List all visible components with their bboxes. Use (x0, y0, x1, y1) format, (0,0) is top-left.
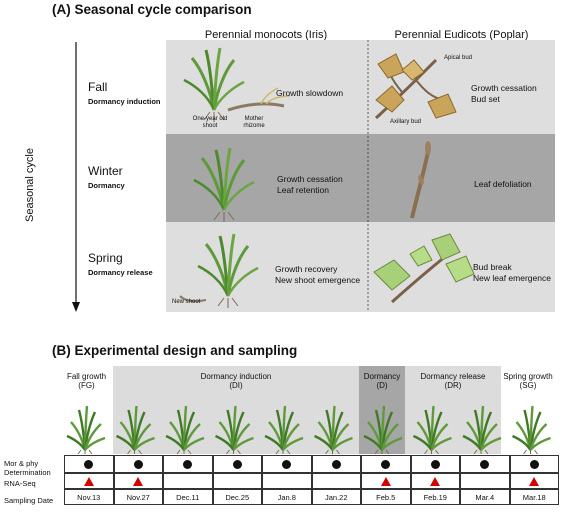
mor-dot (480, 459, 490, 469)
section-a-title: (A) Seasonal cycle comparison (52, 2, 252, 17)
rnaseq-row-label: RNA-Seq (4, 479, 36, 488)
rnaseq-triangle (430, 476, 441, 486)
rnaseq-triangle (380, 476, 391, 486)
sampling-date-cell-2: Dec.11 (163, 489, 213, 505)
column-divider (367, 40, 369, 312)
sample-plant-8 (462, 405, 502, 454)
mor-cell-1 (113, 455, 163, 473)
mor-dot (183, 459, 193, 469)
sampling-date-cell-5: Jan.22 (311, 489, 361, 505)
season-label-winter: Winter Dormancy (88, 164, 125, 190)
mor-dot (381, 459, 391, 469)
winter-monocot-note: Growth cessation Leaf retention (277, 174, 343, 195)
sample-plant-7 (413, 405, 452, 454)
morphology-row-label: Mor & phy Determination (4, 459, 51, 477)
rnaseq-cell-5 (311, 473, 361, 489)
rnaseq-cell-2 (163, 473, 213, 489)
phase-label-2: Dormancy(D) (363, 372, 401, 390)
sample-plant-2 (165, 405, 205, 454)
winter-eudicot-note: Leaf defoliation (474, 179, 532, 189)
mor-dot (133, 459, 143, 469)
monocot-column-header: Perennial monocots (Iris) (204, 29, 328, 41)
mor-dot (430, 459, 440, 469)
mor-dot (529, 459, 539, 469)
rnaseq-cell-3 (212, 473, 262, 489)
spring-eudicot-note: Bud break New leaf emergence (473, 262, 551, 283)
phase-label-1: Dormancy induction(DI) (200, 372, 272, 390)
sampling-plant-illustrations (66, 405, 551, 454)
rnaseq-cell-8 (460, 473, 510, 489)
mor-cell-6 (361, 455, 411, 473)
mor-cell-7 (410, 455, 460, 473)
fall-eudicot-note: Growth cessation Bud set (471, 83, 537, 104)
season-row-0 (166, 40, 555, 134)
fall-monocot-note: Growth slowdown (276, 88, 344, 98)
rnaseq-cell-9 (509, 473, 559, 489)
sample-plant-0 (66, 405, 106, 454)
sampling-date-row-label: Sampling Date (4, 496, 54, 505)
axillary-bud-callout: Axillary bud (390, 119, 422, 125)
mor-cell-4 (262, 455, 312, 473)
mor-cell-2 (163, 455, 213, 473)
season-label-fall: Fall Dormancy induction (88, 80, 161, 106)
sampling-date-cell-3: Dec.25 (212, 489, 262, 505)
sampling-date-cell-7: Feb.19 (410, 489, 460, 505)
sampling-date-cell-0: Nov.13 (64, 489, 114, 505)
sample-plant-5 (314, 405, 353, 454)
sampling-date-cell-8: Mar.4 (460, 489, 510, 505)
sampling-date-cell-9: Mar.18 (509, 489, 559, 505)
sample-plant-6 (363, 405, 403, 454)
rnaseq-triangle (133, 476, 144, 486)
mor-dot (84, 459, 94, 469)
mor-cell-3 (212, 455, 262, 473)
mor-cell-0 (64, 455, 114, 473)
plant-illustrations-a (179, 46, 475, 310)
rnaseq-cell-4 (262, 473, 312, 489)
sample-plant-1 (116, 405, 155, 454)
spring-monocot-note: Growth recovery New shoot emergence (275, 264, 361, 285)
rnaseq-cell-1 (113, 473, 163, 489)
mor-dot (282, 459, 292, 469)
sampling-date-cell-1: Nov.27 (113, 489, 163, 505)
season-label-spring: Spring Dormancy release (88, 251, 153, 277)
mor-cell-9 (509, 455, 559, 473)
new-shoot-callout: New shoot (172, 299, 201, 305)
sampling-date-cell-6: Feb.5 (361, 489, 411, 505)
sample-plant-3 (215, 405, 254, 454)
mor-cell-8 (460, 455, 510, 473)
one-year-shoot-callout: One-year old shoot (192, 116, 228, 129)
mor-cell-5 (311, 455, 361, 473)
sample-plant-4 (264, 405, 304, 454)
rnaseq-triangle (83, 476, 94, 486)
eudicot-column-header: Perennial Eudicots (Poplar) (394, 29, 529, 41)
seasonal-cycle-arrow (72, 42, 80, 312)
seasonal-cycle-axis-label: Seasonal cycle (24, 148, 36, 222)
rnaseq-cell-7 (410, 473, 460, 489)
section-b-title: (B) Experimental design and sampling (52, 343, 298, 358)
rnaseq-triangle (529, 476, 540, 486)
phase-label-4: Spring growth(SG) (503, 372, 553, 390)
mor-dot (331, 459, 341, 469)
phase-label-3: Dormancy release(DR) (420, 372, 486, 390)
rnaseq-cell-6 (361, 473, 411, 489)
apical-bud-callout: Apical bud (444, 55, 473, 61)
phase-label-0: Fall growth(FG) (66, 372, 107, 390)
sample-plant-9 (512, 405, 551, 454)
rnaseq-cell-0 (64, 473, 114, 489)
sampling-date-cell-4: Jan.8 (262, 489, 312, 505)
mother-rhizome-callout: Mother rhizome (243, 116, 265, 129)
mor-dot (232, 459, 242, 469)
